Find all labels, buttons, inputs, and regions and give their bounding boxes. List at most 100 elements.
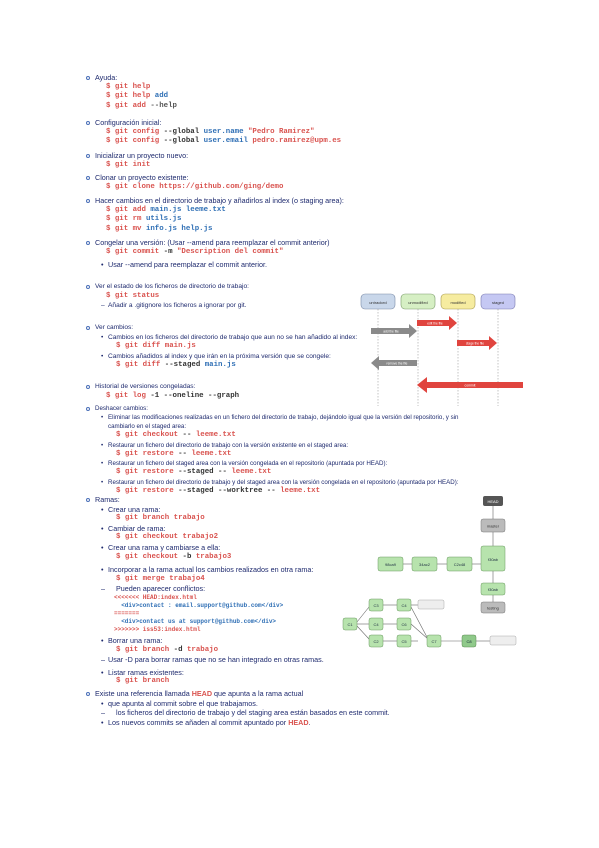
commit-c2c48 [446, 556, 473, 572]
bullet: Eliminar las modificaciones realizadas e… [86, 413, 459, 422]
svg-text:add the file: add the file [383, 330, 399, 334]
code-line: $ git mv info.js help.js [106, 224, 213, 233]
section-title: Ver el estado de los ficheros de directo… [86, 282, 249, 292]
bullet: Crear una rama y cambiarse a ella: [86, 543, 324, 553]
master-branch-pointer [480, 518, 506, 533]
sub-bullet: Pueden aparecer conflictos: [86, 584, 324, 594]
code-line: $ git config --global user.name "Pedro R… [106, 127, 315, 136]
svg-text:C1: C1 [347, 622, 353, 627]
code-line: $ git branch trabajo [116, 514, 205, 523]
code-line: $ git branch [116, 677, 170, 686]
section-title: Ramas: [86, 495, 324, 505]
node-c4 [368, 617, 384, 631]
section-title: Historial de versiones congeladas: [86, 382, 239, 392]
bullet: Restaurar un fichero del directorio de t… [86, 478, 459, 487]
svg-text:commit: commit [465, 384, 476, 388]
arrow-edit-the-file [417, 316, 457, 330]
code-line: $ git init [106, 160, 151, 169]
svg-text:34ac2: 34ac2 [419, 562, 431, 567]
svg-text:C5: C5 [401, 639, 407, 644]
bullet: Los nuevos commits se añaden al commit a… [86, 718, 390, 728]
state-staged-label: staged [492, 300, 504, 305]
node-c6 [396, 617, 412, 631]
svg-text:98ca9: 98ca9 [385, 562, 397, 567]
bullet: que apunta al commit sobre el que trabaj… [86, 699, 390, 709]
section-clone: Clonar un proyecto existente: $ git clon… [86, 173, 283, 192]
code-line: $ git restore --staged --worktree -- lee… [116, 486, 321, 495]
section-head: Existe una referencia llamada HEAD que a… [86, 689, 390, 727]
code-line: $ git commit -m "Description del commit" [106, 247, 284, 256]
node-c3 [368, 598, 384, 612]
code-line: $ git rm utils.js [106, 215, 182, 224]
bullet: Restaurar un fichero del directorio de t… [86, 441, 459, 450]
svg-text:remove the file: remove the file [387, 362, 408, 366]
svg-text:C8: C8 [466, 639, 472, 644]
node-c8 [461, 634, 477, 648]
section-diff: Ver cambios: Cambios en los ficheros del… [86, 323, 357, 371]
state-untracked-label: untracked [369, 300, 387, 305]
svg-text:stage the file: stage the file [466, 342, 484, 346]
commit-98ca9 [377, 556, 404, 572]
code-line: $ git help [106, 82, 151, 91]
section-branches: Ramas: Crear una rama: $ git branch trab… [86, 495, 324, 687]
code-line: $ git restore -- leeme.txt [116, 449, 232, 458]
file-lifecycle-diagram: untracked unmodified modified staged add… [357, 290, 527, 410]
node-c7 [426, 634, 442, 648]
node-c4-top [396, 598, 412, 612]
svg-text:edit the file: edit the file [427, 322, 443, 326]
bullet: Cambios en los ficheros del directorio d… [86, 333, 357, 343]
section-title: Existe una referencia llamada HEAD que a… [86, 689, 390, 699]
section-add: Hacer cambios en el directorio de trabaj… [86, 196, 344, 234]
svg-text:C6: C6 [401, 622, 407, 627]
section-title: Hacer cambios en el directorio de trabaj… [86, 196, 344, 206]
label-box-b [489, 635, 517, 646]
section-title: Clonar un proyecto existente: [86, 173, 283, 183]
arrow-commit [417, 377, 523, 393]
bullet-continued: cambiarlo en el staged area: [108, 423, 187, 430]
code-line: $ git add main.js leeme.txt [106, 205, 226, 214]
bullet: Restaurar un fichero del staged area con… [86, 459, 459, 468]
section-undo: Deshacer cambios: Eliminar las modificac… [86, 404, 459, 496]
svg-text:C4: C4 [373, 622, 379, 627]
svg-text:C2c48: C2c48 [454, 562, 466, 567]
section-title: Deshacer cambios: [86, 404, 459, 413]
bullet: Cambiar de rama: [86, 524, 324, 534]
svg-text:f30ab: f30ab [488, 587, 499, 592]
code-line: $ git merge trabajo4 [116, 574, 205, 583]
section-title: Configuración inicial: [86, 118, 341, 128]
svg-text:HEAD: HEAD [487, 499, 498, 504]
svg-text:C2: C2 [373, 639, 379, 644]
head-pointer [483, 496, 503, 506]
section-commit: Congelar una versión: (Usar --amend para… [86, 238, 330, 270]
svg-text:testing: testing [487, 606, 499, 611]
section-config: Configuración inicial: $ git config --gl… [86, 118, 341, 147]
bullet: Usar --amend para reemplazar el commit a… [86, 260, 330, 270]
sub-bullet: los ficheros del directorio de trabajo y… [86, 708, 390, 718]
svg-text:master: master [487, 524, 500, 529]
code-line: $ git branch -d trabajo [116, 645, 219, 654]
node-c1 [342, 617, 358, 631]
code-line: $ git help add [106, 92, 169, 101]
bullet: Crear una rama: [86, 505, 324, 515]
code-line: $ git status [106, 291, 160, 300]
branch-graph-diagram: HEAD master f30ab C2c48 34ac2 98ca9 f30a… [342, 496, 517, 648]
bullet: Listar ramas existentes: [86, 668, 324, 678]
section-title: Congelar una versión: (Usar --amend para… [86, 238, 330, 248]
code-line: $ git checkout trabajo2 [116, 533, 219, 542]
bullet: Borrar una rama: [86, 636, 324, 646]
code-line: $ git diff main.js [116, 342, 196, 351]
code-line: $ git restore --staged -- leeme.txt [116, 468, 272, 477]
node-c5 [396, 634, 412, 648]
state-unmodified-label: unmodified [408, 300, 428, 305]
code-line: $ git config --global user.email pedro.r… [106, 137, 342, 146]
state-modified-label: modified [450, 300, 465, 305]
section-title: Inicializar un proyecto nuevo: [86, 151, 188, 161]
code-line: $ git log -1 --oneline --graph [106, 391, 240, 400]
commit-f30ab-top [480, 545, 506, 572]
label-box-a [417, 599, 445, 610]
section-title: Ayuda: [86, 73, 177, 83]
conflict-block: <<<<<<< HEAD:index.html <div>contact : e… [114, 593, 284, 633]
svg-text:C7: C7 [431, 639, 437, 644]
code-line: $ git checkout -- leeme.txt [116, 431, 236, 439]
